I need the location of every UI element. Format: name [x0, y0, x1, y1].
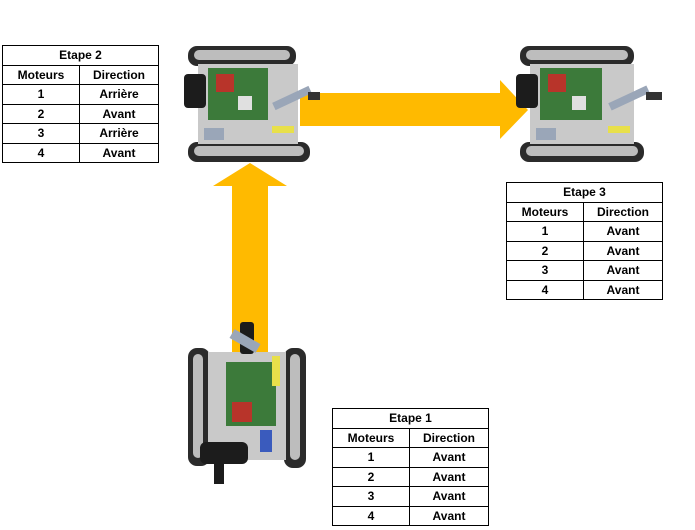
direction-cell: Avant [583, 260, 663, 281]
motor-cell: 4 [506, 279, 584, 300]
step1-col-motor: Moteurs [332, 427, 410, 448]
motor-cell: 3 [332, 486, 410, 507]
direction-cell: Avant [583, 221, 663, 242]
arrow-right [300, 80, 528, 139]
arrow-up [213, 163, 287, 392]
direction-cell: Arrière [79, 84, 159, 105]
step3-col-motor: Moteurs [506, 201, 584, 222]
step1-title: Etape 1 [332, 408, 489, 429]
motor-cell: 3 [2, 123, 80, 144]
table-row: 1 Avant [332, 447, 489, 468]
robot-step2-image [184, 46, 320, 162]
step1-table: Etape 1 Moteurs Direction 1 Avant 2 Avan… [332, 408, 489, 526]
step3-table: Etape 3 Moteurs Direction 1 Avant 2 Avan… [506, 182, 663, 300]
table-row: 4 Avant [332, 505, 489, 526]
step2-col-motor: Moteurs [2, 64, 80, 85]
table-row: 1 Arrière [2, 84, 159, 105]
motor-cell: 1 [2, 84, 80, 105]
direction-cell: Arrière [79, 123, 159, 144]
table-row: 2 Avant [506, 240, 663, 261]
motor-cell: 2 [506, 240, 584, 261]
step1-col-direction: Direction [409, 427, 489, 448]
table-row: 4 Avant [506, 279, 663, 300]
direction-cell: Avant [409, 466, 489, 487]
step3-title: Etape 3 [506, 182, 663, 203]
motor-cell: 1 [506, 221, 584, 242]
motor-cell: 3 [506, 260, 584, 281]
direction-cell: Avant [79, 103, 159, 124]
step2-title: Etape 2 [2, 45, 159, 66]
direction-cell: Avant [409, 447, 489, 468]
motor-cell: 1 [332, 447, 410, 468]
motor-cell: 2 [332, 466, 410, 487]
motor-cell: 4 [2, 142, 80, 163]
direction-cell: Avant [409, 486, 489, 507]
direction-cell: Avant [79, 142, 159, 163]
step2-table: Etape 2 Moteurs Direction 1 Arrière 2 Av… [2, 45, 159, 163]
robot-step1-image [188, 322, 306, 484]
motor-cell: 4 [332, 505, 410, 526]
table-row: 3 Avant [332, 486, 489, 507]
table-row: 3 Avant [506, 260, 663, 281]
motor-cell: 2 [2, 103, 80, 124]
table-row: 2 Avant [2, 103, 159, 124]
table-row: 1 Avant [506, 221, 663, 242]
step3-col-direction: Direction [583, 201, 663, 222]
direction-cell: Avant [409, 505, 489, 526]
table-row: 2 Avant [332, 466, 489, 487]
step2-col-direction: Direction [79, 64, 159, 85]
direction-cell: Avant [583, 240, 663, 261]
table-row: 4 Avant [2, 142, 159, 163]
direction-cell: Avant [583, 279, 663, 300]
robot-step3-image [516, 46, 662, 162]
table-row: 3 Arrière [2, 123, 159, 144]
